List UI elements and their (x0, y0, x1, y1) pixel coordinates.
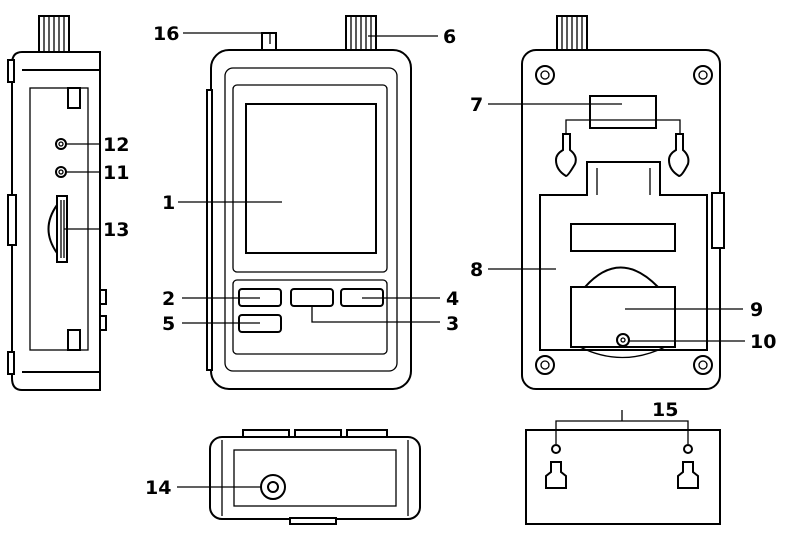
front-view (206, 15, 412, 390)
top-connector (261, 32, 277, 51)
front-sensor-knob (345, 15, 377, 53)
callout-13: 13 (103, 219, 129, 241)
callout-12: 12 (103, 134, 129, 156)
callout-7: 7 (470, 94, 483, 116)
jack-11 (55, 166, 67, 178)
callout-9: 9 (750, 299, 763, 321)
callout-3: 3 (446, 313, 459, 335)
callout-14: 14 (145, 477, 171, 499)
callout-10: 10 (750, 331, 776, 353)
callout-4: 4 (446, 288, 459, 310)
callout-1: 1 (162, 192, 175, 214)
callout-11: 11 (103, 162, 129, 184)
back-view (521, 15, 725, 390)
front-housing (210, 49, 412, 390)
battery-screw (616, 333, 630, 347)
tilt-stand (539, 161, 708, 351)
bottom-view (209, 429, 421, 525)
hanging-label (589, 95, 657, 129)
side-sensor-knob (38, 15, 70, 53)
callout-8: 8 (470, 259, 483, 281)
leader-lines (64, 32, 745, 488)
callout-6: 6 (443, 26, 456, 48)
jack-12 (55, 138, 67, 150)
back-sensor-knob (556, 15, 588, 53)
callout-16: 16 (153, 23, 179, 45)
side-view (7, 15, 107, 391)
wall-mount-plate (525, 410, 721, 525)
callout-2: 2 (162, 288, 175, 310)
battery-cover (570, 286, 676, 348)
sd-card-slot (47, 195, 68, 263)
keyhole-slots (554, 119, 690, 178)
bottom-housing (209, 436, 421, 520)
lcd-display (245, 103, 377, 254)
callout-5: 5 (162, 313, 175, 335)
callout-15: 15 (652, 399, 678, 421)
